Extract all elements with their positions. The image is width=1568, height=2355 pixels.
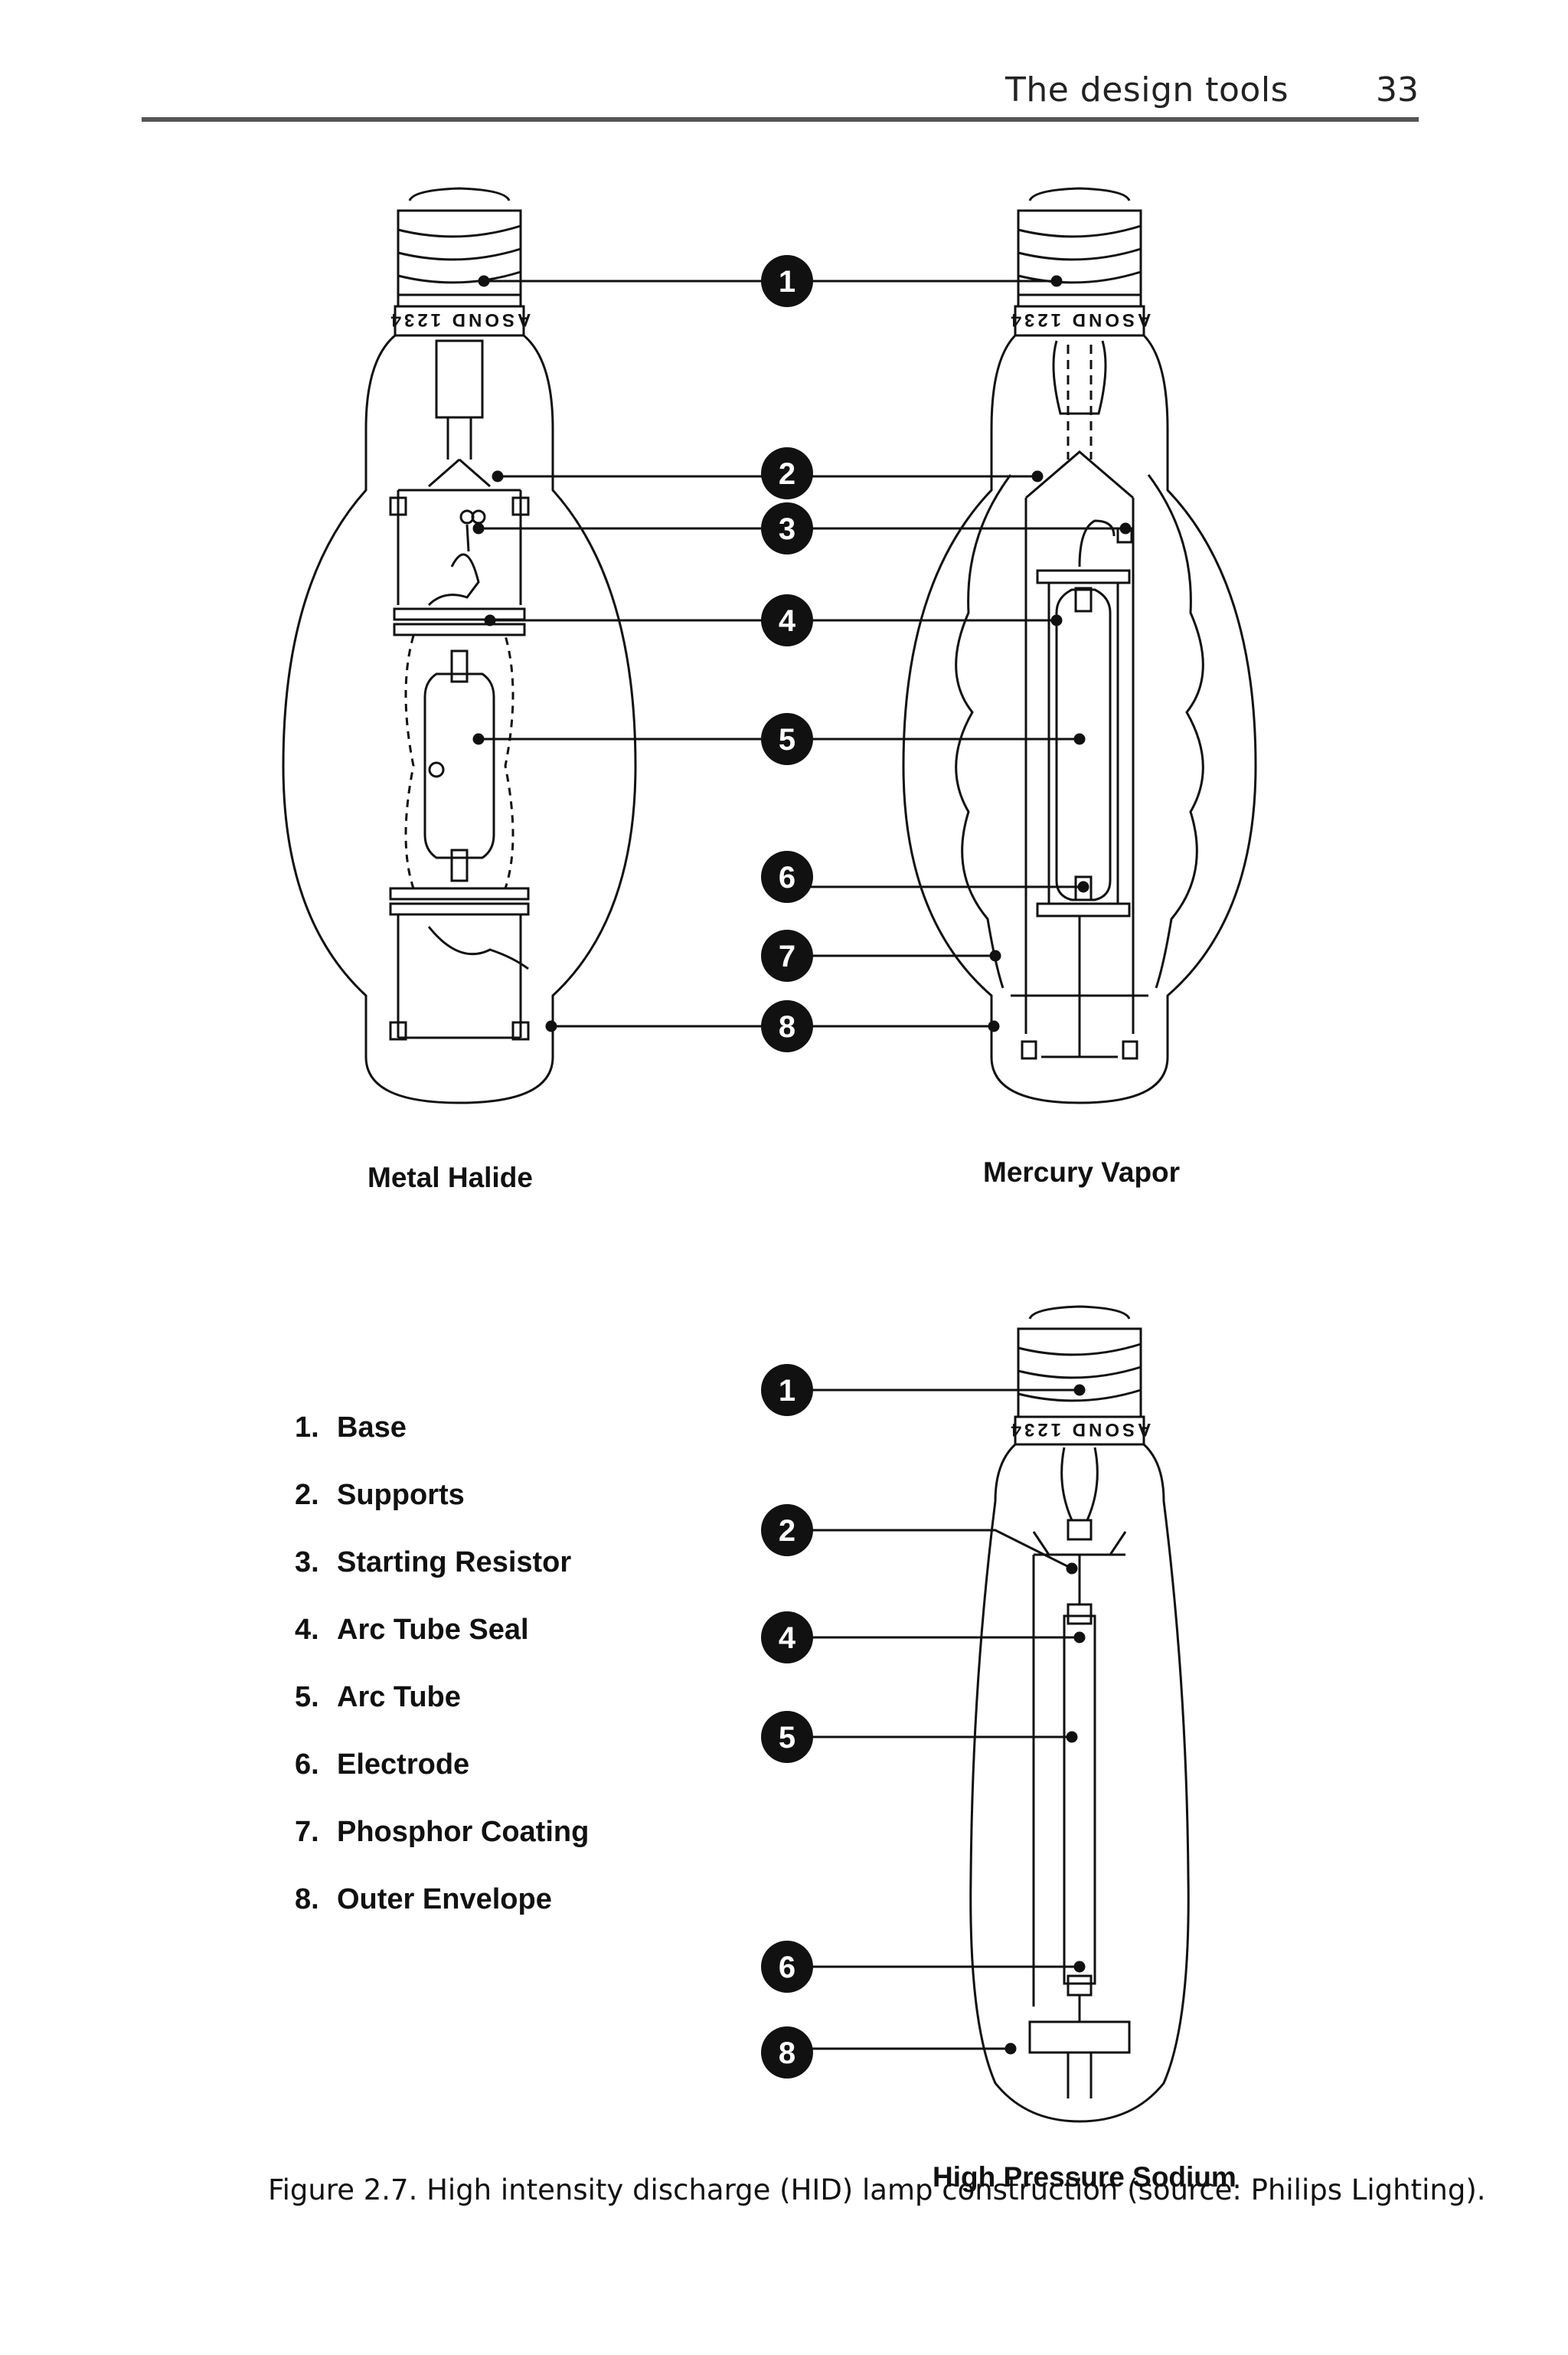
mercury-vapor-base: ASOND 1234 (1008, 187, 1152, 337)
legend-label: Arc Tube (337, 1681, 461, 1713)
header-rule (142, 117, 1419, 122)
marker-hps-5: 5 (761, 1711, 813, 1763)
legend-label: Arc Tube Seal (337, 1614, 529, 1646)
markers-bottom: 1 2 4 5 6 8 (761, 1364, 813, 2079)
legend-label: Base (337, 1411, 407, 1444)
marker-7: 7 (761, 930, 813, 982)
marker-1: 1 (761, 255, 813, 307)
mercury-vapor-base-stamp: ASOND 1234 (1008, 309, 1152, 330)
svg-text:8: 8 (779, 2036, 795, 2070)
page-header: The design tools 33 (142, 70, 1419, 124)
metal-halide-base: ASOND 1234 (388, 187, 531, 337)
high-pressure-sodium-lamp: ASOND 1234 (969, 1305, 1190, 2123)
legend-number: 6. (295, 1748, 319, 1781)
metal-halide-base-stamp: ASOND 1234 (388, 309, 531, 330)
legend-number: 4. (295, 1614, 319, 1646)
svg-text:4: 4 (779, 604, 796, 638)
marker-6: 6 (761, 851, 813, 903)
legend-number: 8. (295, 1883, 319, 1915)
svg-text:5: 5 (779, 1721, 795, 1755)
legend-number: 7. (295, 1816, 319, 1848)
svg-text:8: 8 (779, 1010, 795, 1044)
metal-halide-lamp: ASOND 1234 (282, 187, 637, 1104)
mercury-vapor-envelope (902, 334, 1257, 1104)
marker-5: 5 (761, 713, 813, 765)
legend-number: 1. (295, 1411, 319, 1444)
marker-hps-8: 8 (761, 2026, 813, 2079)
svg-text:1: 1 (779, 265, 795, 299)
hps-envelope (969, 1443, 1190, 2123)
svg-text:2: 2 (779, 457, 795, 491)
markers-top: 1 2 3 4 5 6 7 8 (761, 255, 813, 1052)
mercury-vapor-lamp: ASOND 1234 (902, 187, 1257, 1104)
legend-item: 4. Arc Tube Seal (295, 1613, 589, 1680)
legend-item: 3. Starting Resistor (295, 1545, 589, 1613)
legend-number: 5. (295, 1681, 319, 1713)
legend-label: Electrode (337, 1748, 470, 1781)
label-metal-halide: Metal Halide (368, 1162, 533, 1193)
legend-item: 6. Electrode (295, 1748, 589, 1815)
legend-item: 7. Phosphor Coating (295, 1815, 589, 1882)
figure-caption: Figure 2.7. High intensity discharge (HI… (268, 2173, 1486, 2206)
leader-lines (472, 275, 1132, 2055)
marker-hps-2: 2 (761, 1504, 813, 1556)
legend-label: Phosphor Coating (337, 1816, 590, 1848)
legend-number: 2. (295, 1479, 319, 1511)
legend-label: Starting Resistor (337, 1546, 572, 1578)
svg-text:1: 1 (779, 1374, 795, 1408)
label-mercury-vapor: Mercury Vapor (983, 1156, 1180, 1188)
phosphor-coating (955, 474, 1012, 989)
legend-item: 2. Supports (295, 1478, 589, 1545)
svg-text:2: 2 (779, 1514, 795, 1548)
legend-number: 3. (295, 1546, 319, 1578)
marker-2: 2 (761, 447, 813, 499)
svg-text:5: 5 (779, 723, 795, 757)
svg-text:7: 7 (779, 940, 795, 973)
hps-base: ASOND 1234 (1008, 1305, 1152, 1446)
marker-3: 3 (761, 502, 813, 554)
legend-item: 1. Base (295, 1411, 589, 1478)
label-high-pressure-sodium: High Pressure Sodium (933, 2161, 1236, 2193)
hps-base-stamp: ASOND 1234 (1008, 1419, 1152, 1440)
svg-text:4: 4 (779, 1621, 796, 1655)
marker-hps-1: 1 (761, 1364, 813, 1416)
page-number: 33 (1376, 70, 1419, 110)
svg-text:3: 3 (779, 512, 795, 546)
marker-8: 8 (761, 1000, 813, 1052)
parts-legend: 1. Base 2. Supports 3. Starting Resistor 4.… (295, 1411, 589, 1950)
legend-item: 8. Outer Envelope (295, 1882, 589, 1950)
legend-label: Outer Envelope (337, 1883, 552, 1915)
marker-hps-6: 6 (761, 1941, 813, 1993)
svg-text:6: 6 (779, 861, 795, 895)
running-head: The design tools (1004, 70, 1289, 110)
legend-label: Supports (337, 1479, 465, 1511)
marker-4: 4 (761, 594, 813, 646)
legend-item: 5. Arc Tube (295, 1680, 589, 1748)
metal-halide-envelope (282, 334, 637, 1104)
marker-hps-4: 4 (761, 1611, 813, 1663)
svg-text:6: 6 (779, 1951, 795, 1984)
